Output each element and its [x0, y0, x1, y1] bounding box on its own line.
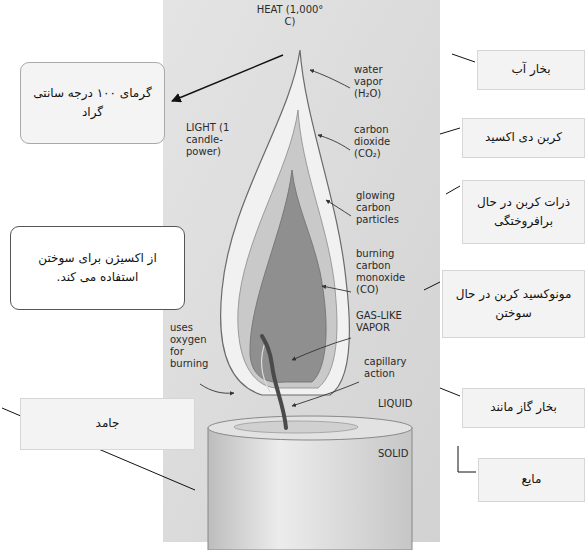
- part-label: LIQUID: [378, 398, 428, 410]
- candle-body: [208, 428, 412, 550]
- leader-line: [318, 135, 350, 150]
- part-label: LIGHT (1 candle-power): [186, 122, 244, 158]
- node-text: مونوکسید کربن در حال سوختن: [451, 285, 576, 323]
- leader-line: [440, 128, 460, 134]
- label-box: مونوکسید کربن در حال سوختن: [442, 270, 585, 338]
- leader-line: [292, 382, 359, 406]
- node-text: گرمای ۱۰۰ درجه سانتی گراد: [29, 84, 156, 122]
- part-label: burning carbon monoxide (CO): [356, 248, 420, 296]
- liquid-pool: [234, 421, 358, 433]
- middle-flame: [238, 110, 337, 388]
- label-box: ذرات کربن در حال برافروختگی: [462, 180, 585, 244]
- leader-line: [200, 384, 234, 393]
- part-label: carbon dioxide (CO₂): [354, 124, 408, 160]
- node-text: جامد: [96, 414, 120, 433]
- label-box: بخار گاز مانند: [462, 388, 585, 428]
- leader-line: [424, 282, 440, 290]
- leader-line: [440, 388, 460, 396]
- leader-line: [326, 200, 351, 216]
- part-label: HEAT (1,000° C): [250, 4, 330, 28]
- node-text: از اکسیژن برای سوختن استفاده می کند.: [19, 249, 176, 287]
- leader-line: [458, 446, 476, 472]
- part-label: GAS-LIKE VAPOR: [356, 310, 418, 334]
- leader-line: [292, 338, 351, 360]
- node-text: بخار آب: [512, 60, 551, 79]
- node-text: ذرات کربن در حال برافروختگی: [471, 193, 576, 231]
- leader-line: [446, 186, 460, 194]
- node-text: کربن دی اکسید: [485, 128, 562, 147]
- wick: [262, 336, 286, 428]
- part-label: uses oxygen for burning: [170, 322, 218, 370]
- label-box: گرمای ۱۰۰ درجه سانتی گراد: [20, 62, 165, 144]
- leader-line: [322, 286, 351, 292]
- label-box: کربن دی اکسید: [462, 118, 585, 158]
- heat-arrow: [172, 55, 283, 101]
- part-label: SOLID: [378, 448, 428, 460]
- label-box: جامد: [20, 398, 195, 450]
- label-box: از اکسیژن برای سوختن استفاده می کند.: [10, 226, 185, 310]
- label-box: مایع: [478, 458, 585, 502]
- part-label: water vapor (H₂O): [354, 64, 404, 100]
- label-box: بخار آب: [477, 50, 585, 90]
- outer-flame: [221, 50, 350, 395]
- part-label: glowing carbon particles: [356, 190, 414, 226]
- part-label: capillary action: [364, 356, 416, 380]
- node-text: بخار گاز مانند: [490, 398, 557, 417]
- node-text: مایع: [522, 470, 542, 489]
- candle-top: [208, 416, 412, 440]
- leader-line: [310, 70, 350, 88]
- leader-line: [452, 54, 475, 62]
